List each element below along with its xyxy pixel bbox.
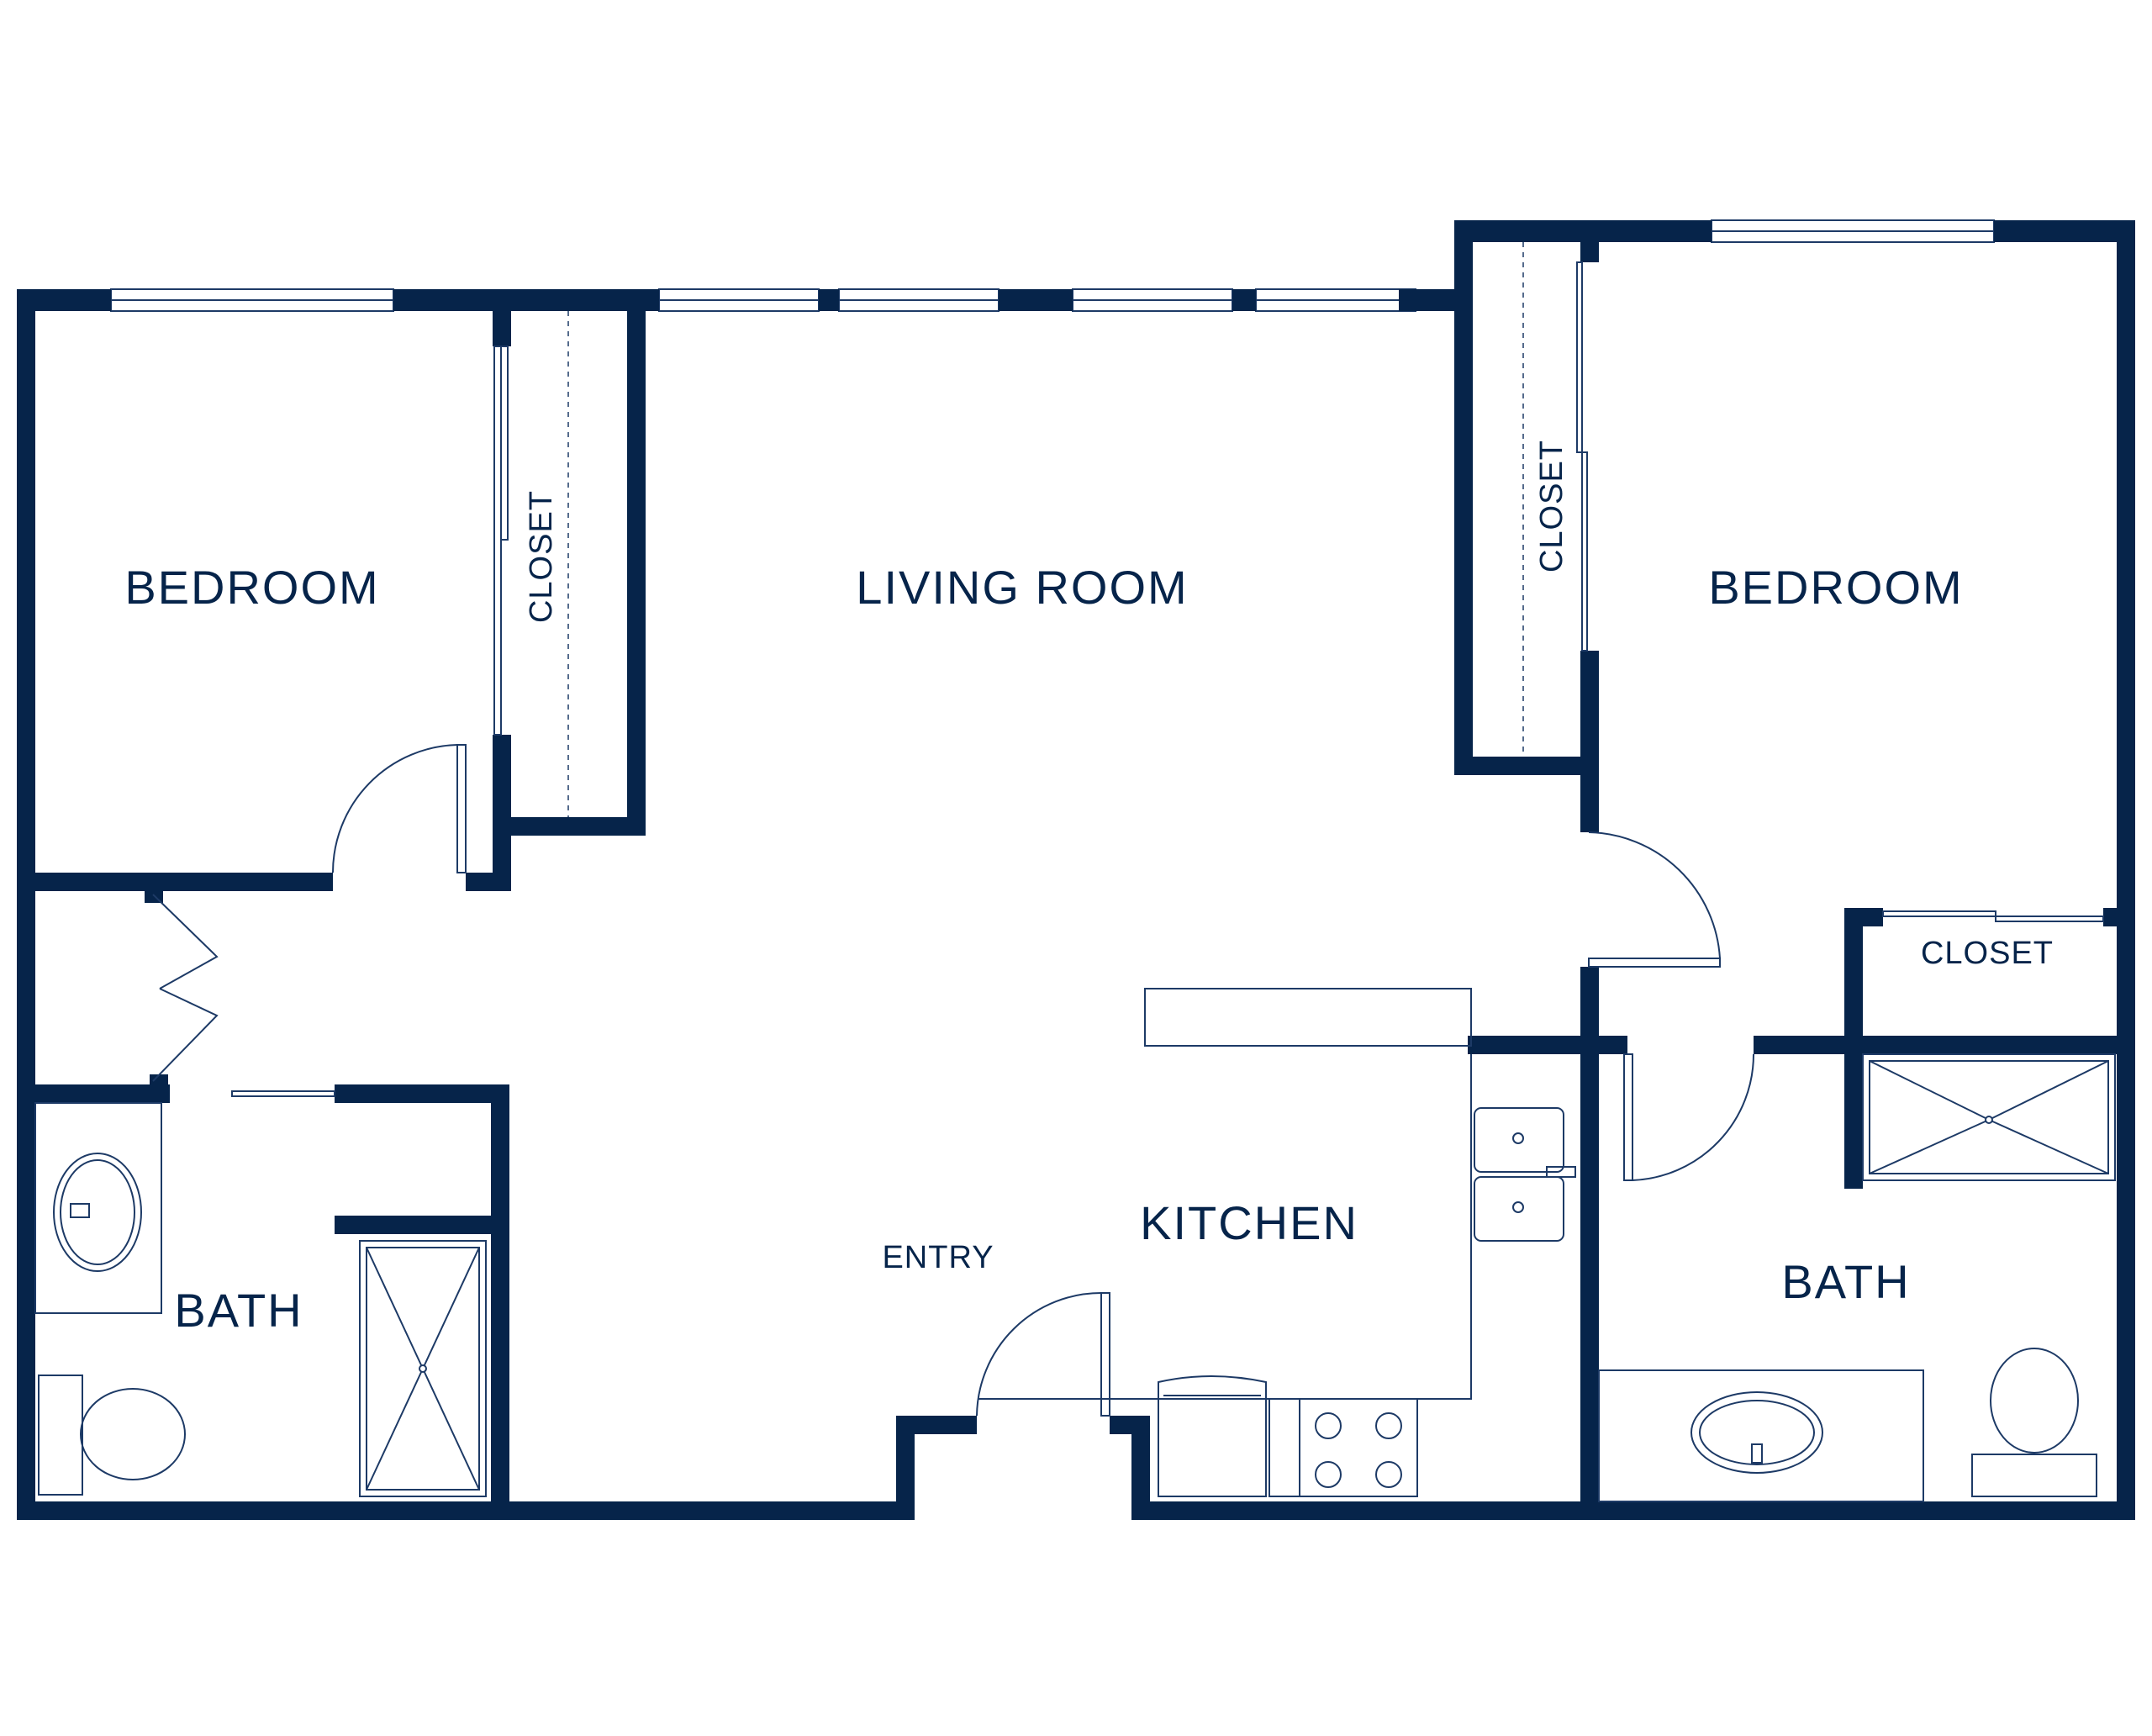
label-closet-left: CLOSET — [524, 490, 559, 623]
room-labels: BEDROOM CLOSET LIVING ROOM CLOSET BEDROO… — [124, 440, 2054, 1337]
label-bath-right: BATH — [1781, 1255, 1910, 1308]
label-closet-right-vertical: CLOSET — [1534, 440, 1569, 573]
label-living-room: LIVING ROOM — [856, 561, 1188, 614]
label-bedroom-right: BEDROOM — [1708, 561, 1963, 614]
closet-dashed-lines — [567, 242, 1524, 817]
label-closet-right-small: CLOSET — [1921, 936, 2054, 971]
label-bath-left: BATH — [174, 1284, 303, 1337]
label-entry: ENTRY — [882, 1240, 994, 1275]
fixtures — [34, 988, 2116, 1502]
doors — [152, 261, 2104, 1417]
label-bedroom-left: BEDROOM — [124, 561, 379, 614]
label-kitchen: KITCHEN — [1140, 1196, 1358, 1249]
walls — [17, 220, 2135, 1520]
